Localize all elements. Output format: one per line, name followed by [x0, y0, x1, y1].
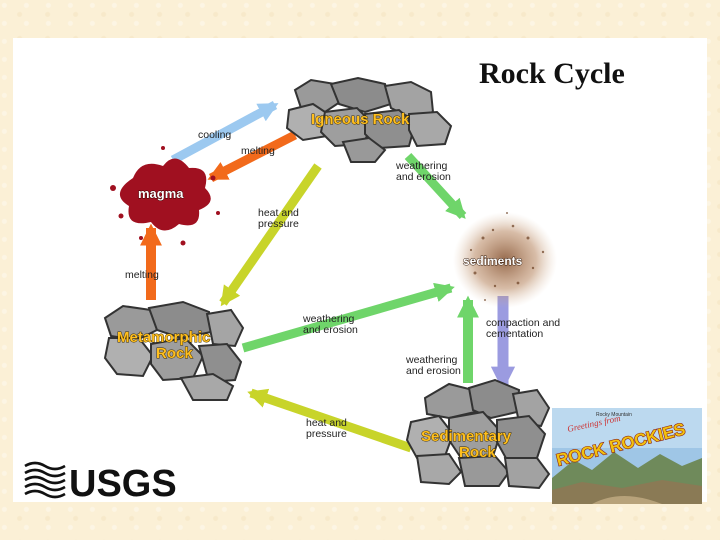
weathering-label-3a: weathering	[405, 354, 458, 366]
metamorphic-label-line1: Metamorphic	[117, 329, 210, 346]
usgs-logo-text: USGS	[69, 463, 177, 502]
weathering-arrow-metamorphic	[241, 282, 455, 353]
melting-label-top: melting	[241, 145, 275, 157]
weathering-arrow-igneous	[404, 152, 467, 220]
rock-cycle-diagram: Rock Cycle cooling melting weathering an…	[24, 57, 625, 502]
magma-label: magma	[138, 186, 184, 201]
weathering-label-1b: and erosion	[396, 171, 451, 183]
usgs-wave-icon	[24, 461, 66, 499]
postcard-image: Rocky Mountain Greetings from ROCK ROCKI…	[552, 408, 702, 504]
heat-pressure-label-2a: heat and	[306, 417, 347, 429]
heat-pressure-label-1a: heat and	[258, 207, 299, 219]
sediments-label: sediments	[463, 254, 523, 268]
heat-pressure-label-2b: pressure	[306, 428, 347, 440]
heat-pressure-arrow-igneous	[219, 163, 322, 307]
heat-pressure-arrow-sedimentary	[247, 388, 413, 453]
postcard-top-text: Rocky Mountain	[596, 412, 632, 418]
metamorphic-rock-pile	[103, 300, 245, 401]
slide-panel: Rock Cycle cooling melting weathering an…	[13, 38, 707, 504]
compaction-label-a: compaction and	[486, 317, 560, 329]
melting-label-left: melting	[125, 269, 159, 281]
sedimentary-rock-pile	[405, 378, 551, 490]
compaction-label-b: cementation	[486, 328, 543, 340]
usgs-logo: USGS	[24, 461, 177, 502]
igneous-rock-label: Igneous Rock	[311, 111, 410, 128]
sedimentary-label-line2: Rock	[459, 444, 496, 461]
sedimentary-label-line1: Sedimentary	[421, 428, 512, 445]
weathering-label-1a: weathering	[395, 160, 448, 172]
heat-pressure-label-1b: pressure	[258, 218, 299, 230]
sediments-blob	[453, 212, 557, 308]
weathering-label-2b: and erosion	[303, 324, 358, 336]
diagram-title: Rock Cycle	[479, 57, 625, 90]
metamorphic-label-line2: Rock	[156, 345, 193, 362]
weathering-label-3b: and erosion	[406, 365, 461, 377]
melting-arrow-top	[207, 130, 298, 183]
cooling-label: cooling	[198, 129, 231, 141]
magma-blob	[110, 146, 220, 246]
weathering-label-2a: weathering	[302, 313, 355, 325]
cooling-arrow	[170, 101, 279, 164]
igneous-rock-pile	[285, 76, 453, 163]
